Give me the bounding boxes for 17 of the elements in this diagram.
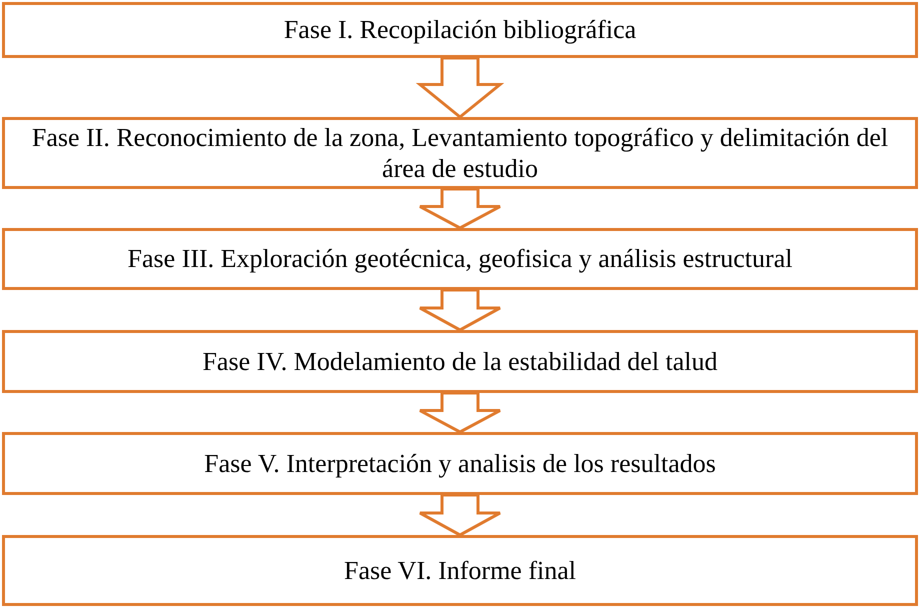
phase-box [2, 330, 918, 393]
phase-text: Fase II. Reconocimiento de la zona, Levantamiento topográfico y delimitación del área de estudio [30, 122, 890, 184]
block-arrow [418, 288, 502, 332]
phase-text: Fase VI. Informe final [344, 554, 576, 586]
phase-box [2, 117, 918, 189]
phase-box [2, 2, 918, 58]
block-arrow [418, 392, 502, 434]
phase-text: Fase IV. Modelamiento de la estabilidad del talud [202, 346, 718, 378]
phase-text: Fase III. Exploración geotécnica, geofisica y análisis estructural [128, 243, 792, 275]
block-arrow [418, 188, 502, 230]
phase-box [2, 535, 918, 606]
block-arrow [418, 494, 502, 537]
phase-text: Fase V. Interpretación y analisis de los resultados [204, 448, 716, 480]
phase-box [2, 228, 918, 290]
phase-box [2, 432, 918, 495]
phase-text: Fase I. Recopilación bibliográfica [284, 14, 636, 46]
block-arrow [416, 56, 504, 119]
